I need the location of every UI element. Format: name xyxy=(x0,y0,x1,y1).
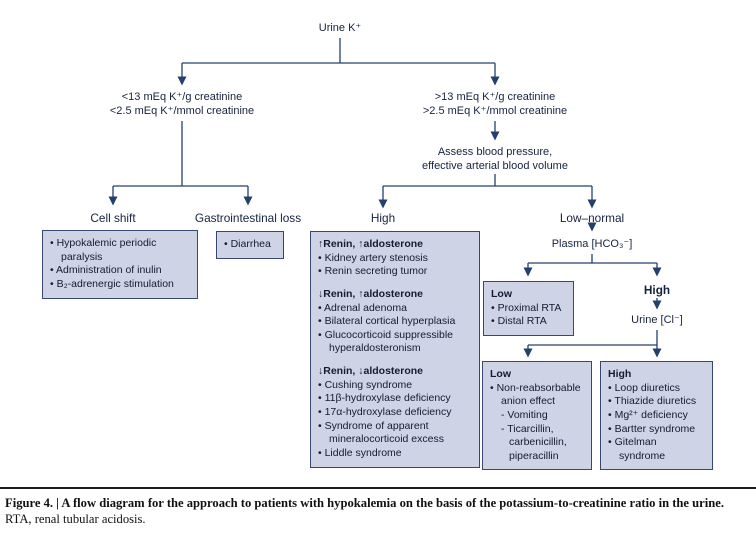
box-line: • 17α-hydroxylase deficiency xyxy=(318,406,452,419)
box-line: ↓Renin, ↓aldosterone xyxy=(318,365,424,378)
node-gi-loss: Gastrointestinal loss xyxy=(194,211,302,225)
box-line: • Proximal RTA xyxy=(491,301,562,314)
box-line: • Bartter syndrome xyxy=(608,422,696,435)
box-line: • B₂-adrenergic stimulation xyxy=(50,277,174,290)
box-line: ↑Renin, ↑aldosterone xyxy=(318,238,424,250)
box-line: - Vomiting xyxy=(501,408,548,421)
cell-shift-box: • Hypokalemic periodic paralysis• Admini… xyxy=(42,230,198,299)
box-line: • Kidney artery stenosis xyxy=(318,251,428,264)
gi-loss-box: • Diarrhea xyxy=(216,231,284,259)
flowchart-connectors xyxy=(108,38,662,358)
box-line: • Mg²⁺ deficiency xyxy=(608,408,688,421)
low-ratio-line1: <13 mEq K⁺/g creatinine xyxy=(121,91,243,103)
node-cell-shift: Cell shift xyxy=(90,211,136,225)
node-low-ratio: <13 mEq K⁺/g creatinine <2.5 mEq K⁺/mmol… xyxy=(110,91,254,119)
node-high-ratio: >13 mEq K⁺/g creatinine >2.5 mEq K⁺/mmol… xyxy=(423,91,567,119)
high-ratio-line2: >2.5 mEq K⁺/mmol creatinine xyxy=(422,104,568,117)
box-line: • Cushing syndrome xyxy=(318,378,413,391)
node-urine-cl: Urine [Cl⁻] xyxy=(631,314,683,326)
urine-cl-high-box: High• Loop diuretics• Thiazide diuretics… xyxy=(600,361,713,471)
box-line: • 11β-hydroxylase deficiency xyxy=(318,392,451,405)
box-line: Low xyxy=(491,288,512,300)
box-line: • Administration of inulin xyxy=(50,264,162,277)
box-line: • Glucocorticoid suppressible hyperaldos… xyxy=(318,328,453,355)
box-line: • Distal RTA xyxy=(491,315,547,328)
node-plasma-hco3: Plasma [HCO₃⁻] xyxy=(551,238,633,250)
node-hco3-high: High xyxy=(643,283,671,297)
figure-caption-title: Figure 4. | A flow diagram for the appro… xyxy=(5,496,724,510)
box-line: • Diarrhea xyxy=(224,238,271,250)
node-bp-high: High xyxy=(370,211,396,225)
box-line: Low xyxy=(490,368,511,380)
box-line: • Non-reabsorbable anion effect xyxy=(490,381,581,408)
rta-box: Low• Proximal RTA• Distal RTA xyxy=(483,281,574,336)
connector-lines xyxy=(108,38,662,358)
node-bp-low-normal: Low–normal xyxy=(559,211,625,225)
box-line: • Thiazide diuretics xyxy=(608,395,697,408)
figure-caption-note: RTA, renal tubular acidosis. xyxy=(5,512,146,527)
assess-bp-line2: effective arterial blood volume xyxy=(422,159,568,172)
box-line: - Ticarcillin, carbenicillin, piperacill… xyxy=(501,422,567,462)
renin-aldosterone-box: ↑Renin, ↑aldosterone• Kidney artery sten… xyxy=(310,231,480,468)
low-ratio-line2: <2.5 mEq K⁺/mmol creatinine xyxy=(109,104,255,117)
box-line: • Adrenal adenoma xyxy=(318,301,407,314)
box-line: • Loop diuretics xyxy=(608,381,680,394)
box-line: • Liddle syndrome xyxy=(318,446,402,459)
node-urine-k: Urine K⁺ xyxy=(318,22,362,34)
assess-bp-line1: Assess blood pressure, xyxy=(437,146,553,158)
box-line: • Hypokalemic periodic paralysis xyxy=(50,237,157,263)
box-line: • Gitelman syndrome xyxy=(608,436,666,462)
box-line: • Bilateral cortical hyperplasia xyxy=(318,315,456,328)
box-line: • Syndrome of apparent mineralocorticoid… xyxy=(318,419,444,446)
figure-caption: Figure 4. | A flow diagram for the appro… xyxy=(0,487,756,528)
urine-cl-low-box: Low• Non-reabsorbable anion effect- Vomi… xyxy=(482,361,592,471)
box-line: ↓Renin, ↑aldosterone xyxy=(318,287,424,300)
box-line: High xyxy=(608,368,632,380)
box-line: • Renin secreting tumor xyxy=(318,265,428,278)
high-ratio-line1: >13 mEq K⁺/g creatinine xyxy=(434,91,556,103)
node-assess-bp: Assess blood pressure, effective arteria… xyxy=(422,146,568,174)
